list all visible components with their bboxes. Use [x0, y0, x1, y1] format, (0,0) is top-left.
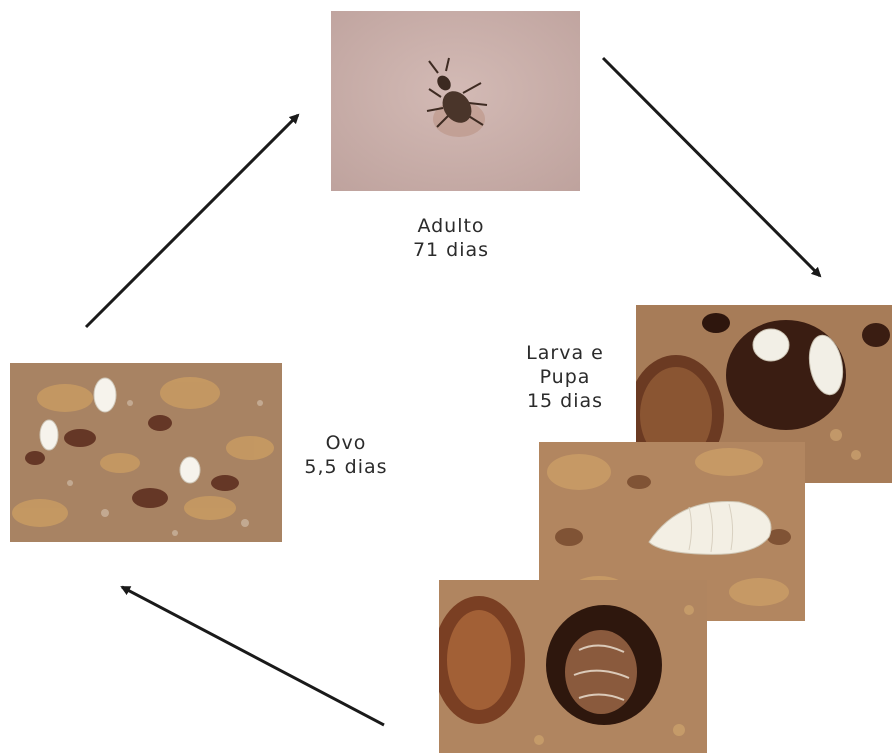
egg-stage-duration: 5,5 dias: [286, 455, 406, 479]
adult-stage-name: Adulto: [376, 214, 526, 238]
larva-pupa-stage-name-line1: Larva e: [500, 341, 630, 365]
adult-weevil-photo: [331, 11, 580, 191]
egg-stage-label: Ovo 5,5 dias: [286, 431, 406, 479]
adult-stage-label: Adulto 71 dias: [376, 214, 526, 262]
arrow-adult-to-larva: [603, 58, 820, 276]
egg-stage-photo: [10, 363, 282, 542]
egg-stage-name: Ovo: [286, 431, 406, 455]
larva-pupa-stage-label: Larva e Pupa 15 dias: [500, 341, 630, 413]
larva-pupa-stage-name-line2: Pupa: [500, 365, 630, 389]
pupa-adult-in-cell-photo: [439, 580, 707, 753]
adult-stage-duration: 71 dias: [376, 238, 526, 262]
arrow-egg-to-adult: [86, 115, 298, 327]
larva-pupa-stage-duration: 15 dias: [500, 389, 630, 413]
arrow-pupa-to-egg: [122, 587, 384, 725]
